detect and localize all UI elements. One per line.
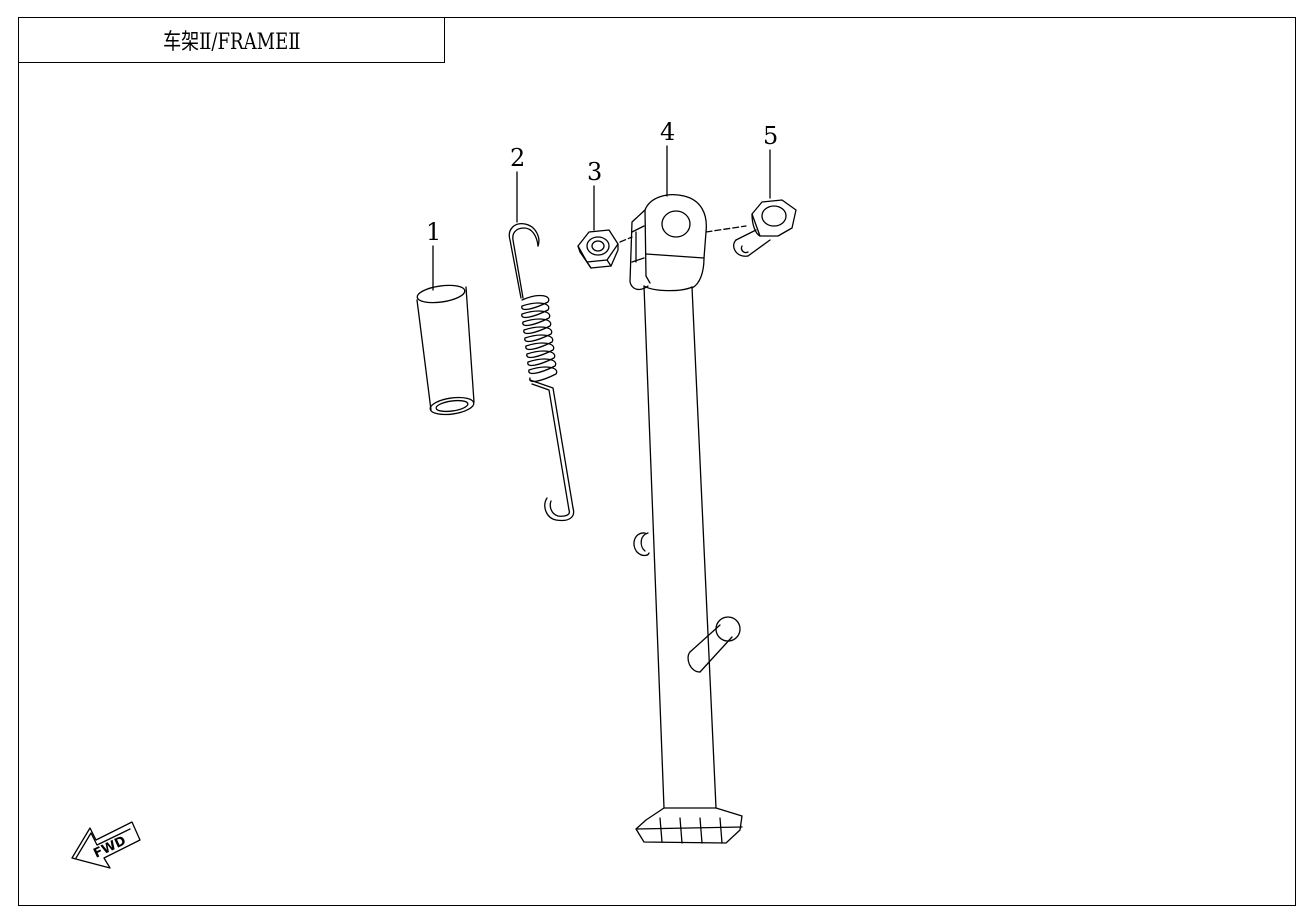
title-block: 车架Ⅱ/FRAMEⅡ — [18, 17, 445, 63]
centerline-4 — [705, 225, 747, 233]
callout-number-1: 1 — [426, 218, 441, 246]
forward-direction-arrow-icon: FWD — [71, 821, 141, 869]
lock-nut-icon — [577, 229, 619, 269]
callout-number-4: 4 — [660, 118, 675, 146]
page-title: 车架Ⅱ/FRAMEⅡ — [162, 30, 301, 55]
return-spring-icon — [508, 223, 575, 522]
callout-number-3: 3 — [587, 158, 602, 186]
spacer-tube-icon — [416, 284, 475, 416]
centerline-3 — [619, 236, 633, 243]
drawing-border — [18, 17, 1296, 906]
fwd-label: FWD — [91, 834, 128, 862]
callout-number-2: 2 — [510, 144, 525, 172]
side-stand-icon — [629, 194, 743, 844]
pivot-bolt-icon — [733, 199, 797, 257]
callout-number-5: 5 — [763, 122, 778, 150]
